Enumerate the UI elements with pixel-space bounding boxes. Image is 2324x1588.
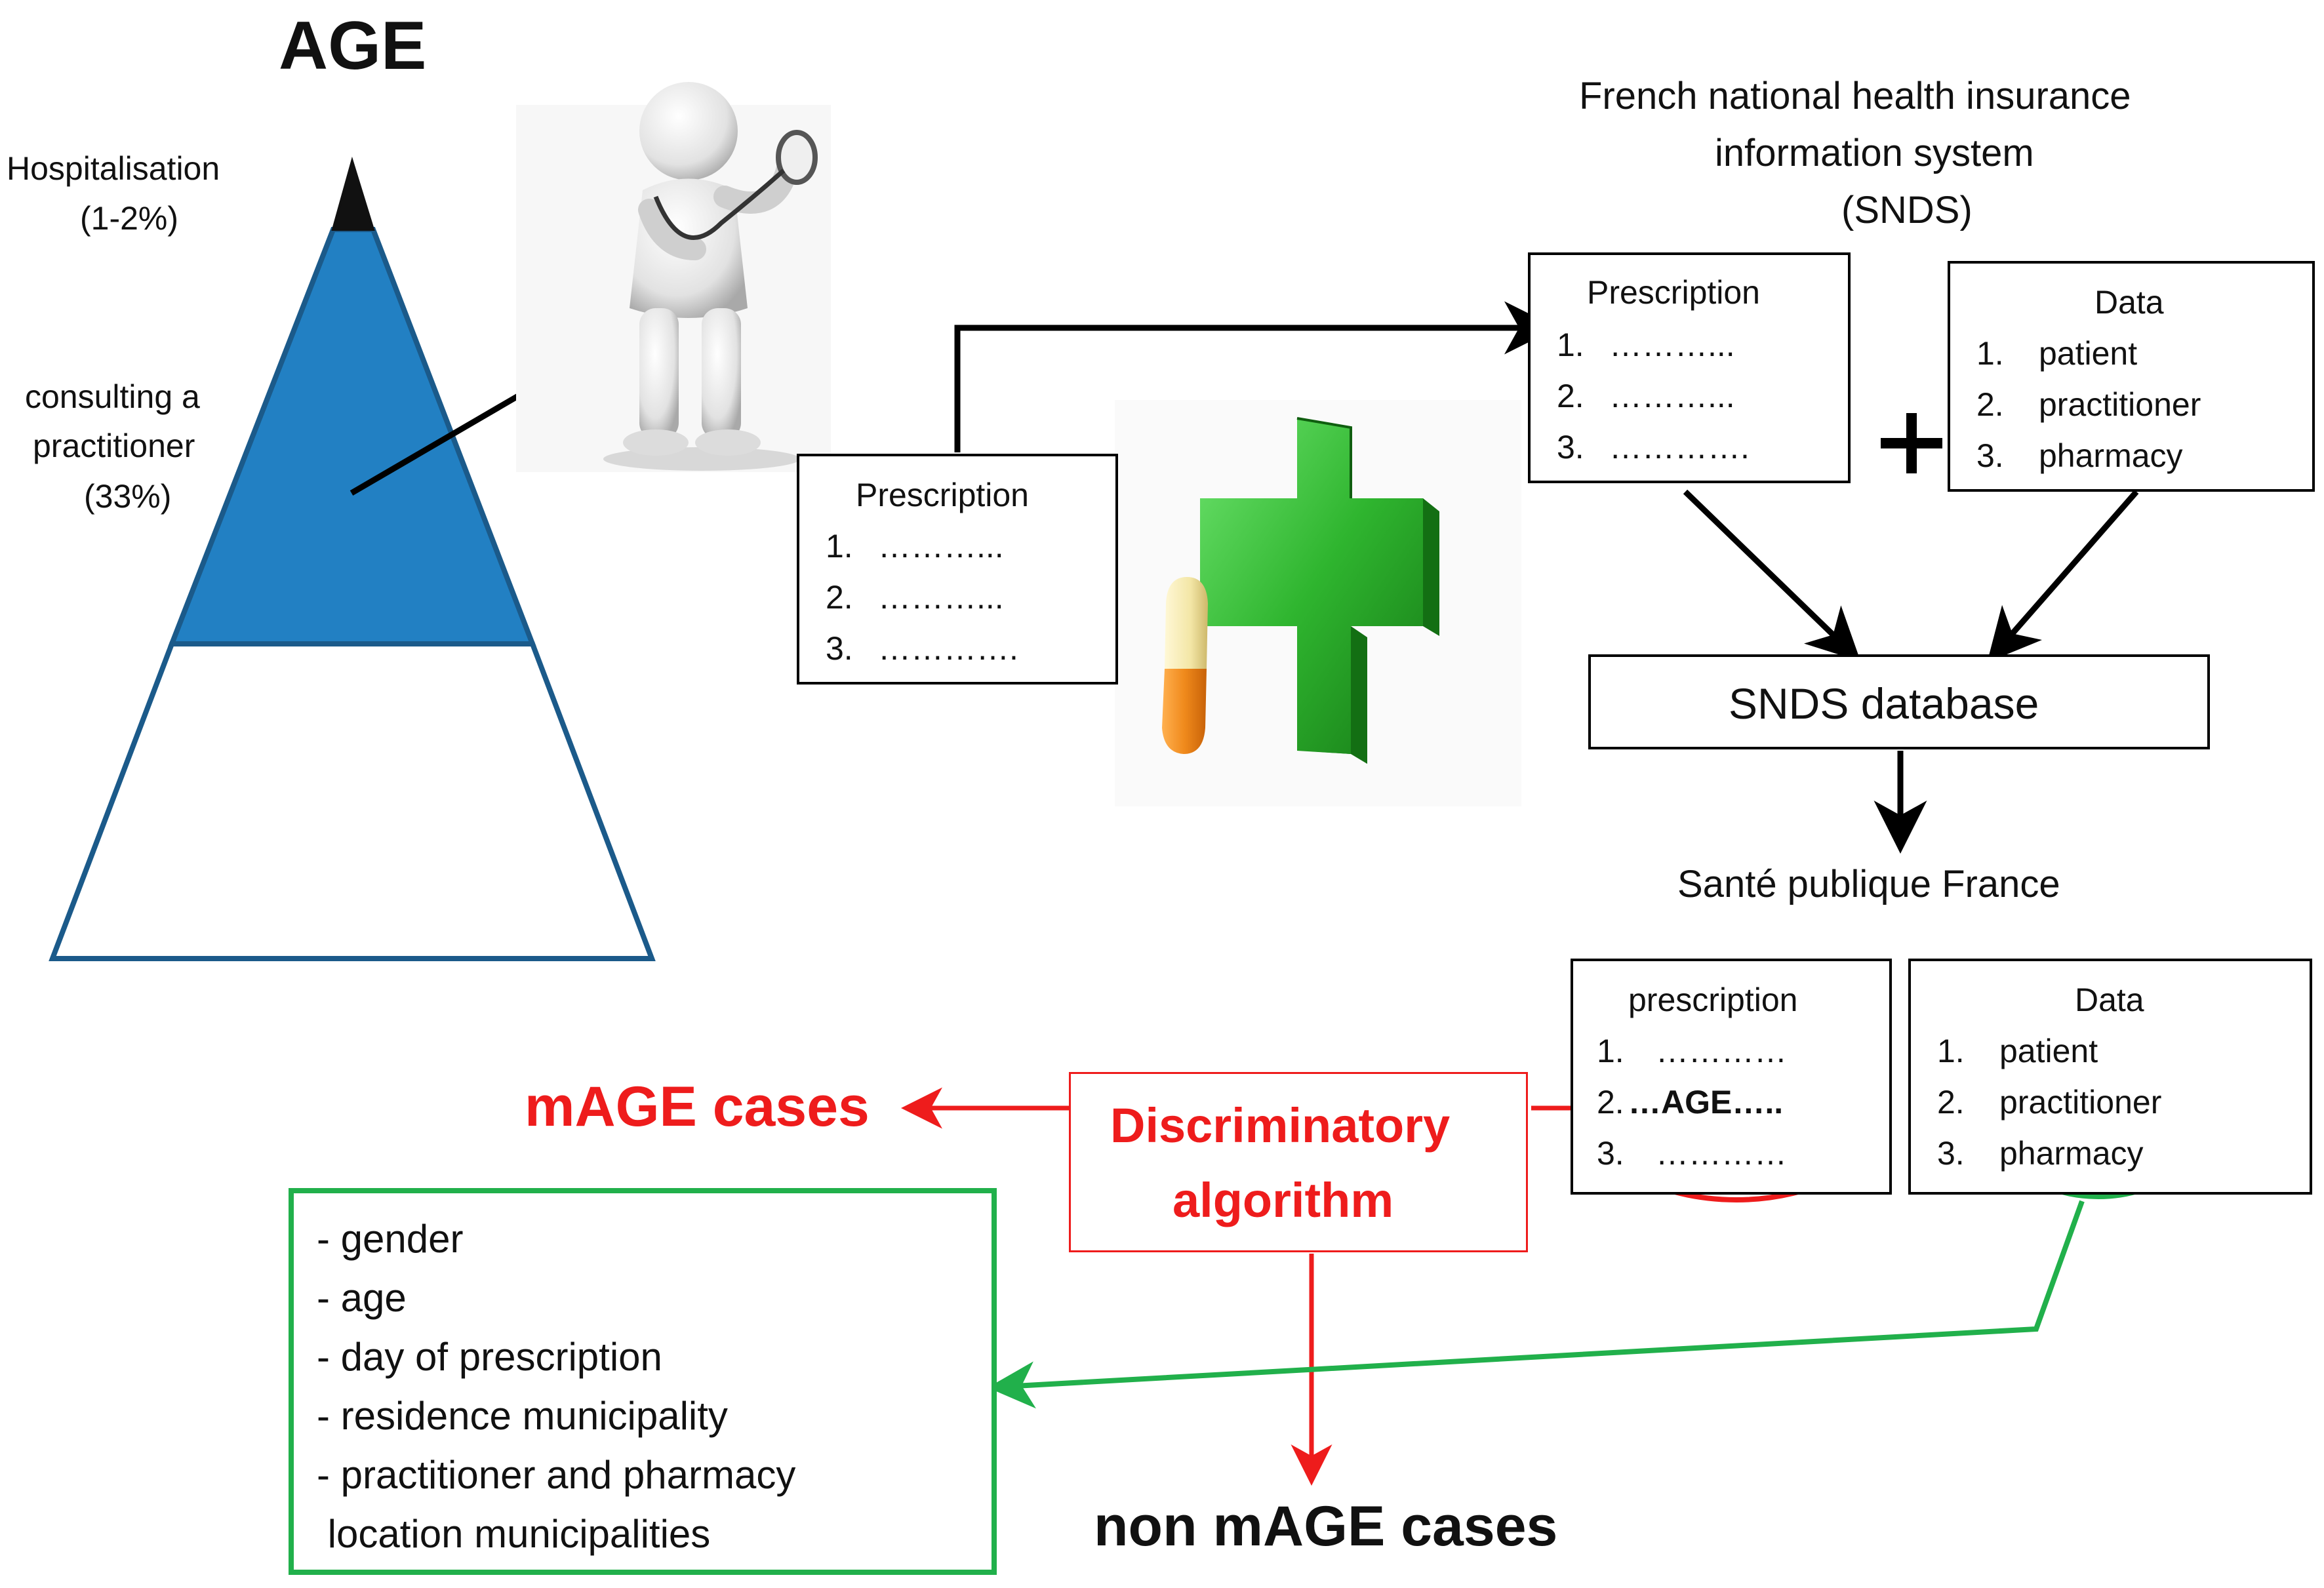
variables-box: - gender - age - day of prescription - r… xyxy=(289,1188,997,1575)
pyramid-base xyxy=(49,641,656,961)
snds-prescription-box: Prescription 1. ………... 2. ………... 3. …………. xyxy=(1528,252,1851,483)
item-number: 1. xyxy=(1937,1033,1965,1069)
age-pyramid xyxy=(49,156,656,961)
algorithm-line-2: algorithm xyxy=(1172,1173,1394,1227)
consulting-percentage: (33%) xyxy=(84,478,172,515)
item-text: patient xyxy=(2039,335,2138,372)
snds-prescription-to-database-arrow xyxy=(1683,489,1861,662)
item-number: 2. xyxy=(1937,1084,1965,1121)
item-number: 1. xyxy=(1597,1033,1624,1069)
variable-day-of-prescription: - day of prescription xyxy=(317,1335,662,1379)
spf-data-item-2: 2. practitioner xyxy=(1937,1086,2291,1119)
item-number: 2. xyxy=(1557,378,1584,414)
variable-gender: - gender xyxy=(317,1217,464,1261)
snds-header-line-3: (SNDS) xyxy=(1841,189,1973,231)
item-number: 1. xyxy=(1557,327,1584,363)
algorithm-box: Discriminatory algorithm xyxy=(1069,1072,1528,1252)
spf-prescription-item-3: 3. ………… xyxy=(1597,1137,1872,1170)
item-number: 2. xyxy=(826,579,853,616)
item-text: …………. xyxy=(878,630,1018,667)
item-number: 1. xyxy=(1976,335,2004,372)
item-number: 1. xyxy=(826,528,853,565)
item-text: practitioner xyxy=(1999,1084,2162,1121)
item-text-age: …AGE….. xyxy=(1628,1084,1784,1121)
spf-data-title: Data xyxy=(2075,982,2144,1018)
item-text: ………... xyxy=(878,528,1004,565)
item-text: ………... xyxy=(878,579,1004,616)
patient-prescription-item-3: 3. …………. xyxy=(826,632,1088,665)
hospitalisation-label: Hospitalisation xyxy=(7,150,220,187)
spf-prescription-box: prescription 1. ………… 2.…AGE….. 3. ………… xyxy=(1571,959,1892,1195)
pyramid-hospitalisation-tip xyxy=(331,156,375,231)
patient-prescription-item-1: 1. ………... xyxy=(826,530,1088,563)
item-text: …………. xyxy=(1609,429,1750,466)
spf-data-box: Data 1. patient 2. practitioner 3. pharmacy xyxy=(1908,959,2312,1195)
item-number: 3. xyxy=(826,630,853,667)
pill-capsule-icon xyxy=(1162,577,1208,754)
pyramid-consulting-section xyxy=(168,227,536,646)
item-number: 2. xyxy=(1976,386,2004,423)
plus-sign xyxy=(1881,413,1942,473)
consulting-label: consulting a xyxy=(25,378,200,415)
item-text: ………... xyxy=(1609,378,1735,414)
item-text: ………… xyxy=(1656,1135,1787,1172)
data-to-variables-arrow xyxy=(988,1200,2085,1409)
snds-data-item-3: 3. pharmacy xyxy=(1976,439,2291,472)
practitioner-label: practitioner xyxy=(33,427,195,464)
item-text: ………... xyxy=(1609,327,1735,363)
snds-data-item-1: 1. patient xyxy=(1976,337,2291,370)
patient-prescription-item-2: 2. ………... xyxy=(826,581,1088,614)
age-title: AGE xyxy=(279,8,427,84)
spf-prescription-item-2: 2.…AGE….. xyxy=(1597,1086,1872,1119)
spf-prescription-title: prescription xyxy=(1628,982,1798,1018)
item-text: practitioner xyxy=(2039,386,2201,423)
item-number: 3. xyxy=(1937,1135,1965,1172)
item-number: 2. xyxy=(1597,1084,1624,1121)
snds-header-line-1: French national health insurance xyxy=(1579,75,2131,117)
item-text: ………… xyxy=(1656,1033,1787,1069)
snds-prescription-title: Prescription xyxy=(1587,274,1760,311)
snds-header-line-2: information system xyxy=(1715,132,2034,174)
mage-cases-label: mAGE cases xyxy=(525,1075,870,1138)
item-text: pharmacy xyxy=(1999,1135,2144,1172)
snds-database-label: SNDS database xyxy=(1729,679,2039,728)
agency-label: Santé publique France xyxy=(1677,863,2060,905)
variable-residence-municipality: - residence municipality xyxy=(317,1394,728,1438)
snds-data-to-database-arrow xyxy=(1987,490,2139,663)
non-mage-cases-label: non mAGE cases xyxy=(1094,1495,1558,1558)
spf-data-item-3: 3. pharmacy xyxy=(1937,1137,2291,1170)
doctor-figure-icon xyxy=(516,82,831,472)
spf-data-item-1: 1. patient xyxy=(1937,1035,2291,1067)
snds-database-box: SNDS database xyxy=(1588,654,2210,749)
snds-data-box: Data 1. patient 2. practitioner 3. pharmacy xyxy=(1948,261,2315,492)
variable-age: - age xyxy=(317,1276,407,1320)
snds-prescription-item-1: 1. ………... xyxy=(1557,328,1819,361)
snds-data-title: Data xyxy=(2094,284,2164,321)
item-number: 3. xyxy=(1597,1135,1624,1172)
item-number: 3. xyxy=(1557,429,1584,466)
algorithm-line-1: Discriminatory xyxy=(1110,1098,1451,1153)
spf-prescription-item-1: 1. ………… xyxy=(1597,1035,1872,1067)
item-text: pharmacy xyxy=(2039,437,2183,474)
snds-prescription-item-3: 3. …………. xyxy=(1557,431,1819,464)
item-text: patient xyxy=(1999,1033,2098,1069)
variable-location-municipalities: location municipalities xyxy=(317,1512,711,1556)
item-number: 3. xyxy=(1976,437,2004,474)
patient-prescription-title: Prescription xyxy=(856,477,1029,513)
variable-practitioner-pharmacy: - practitioner and pharmacy xyxy=(317,1453,796,1497)
prescription-to-snds-arrow xyxy=(954,301,1557,452)
patient-prescription-box: Prescription 1. ………... 2. ………... 3. …………. xyxy=(797,454,1118,685)
snds-data-item-2: 2. practitioner xyxy=(1976,388,2291,421)
snds-prescription-item-2: 2. ………... xyxy=(1557,380,1819,412)
hospitalisation-percentage: (1-2%) xyxy=(80,200,179,237)
